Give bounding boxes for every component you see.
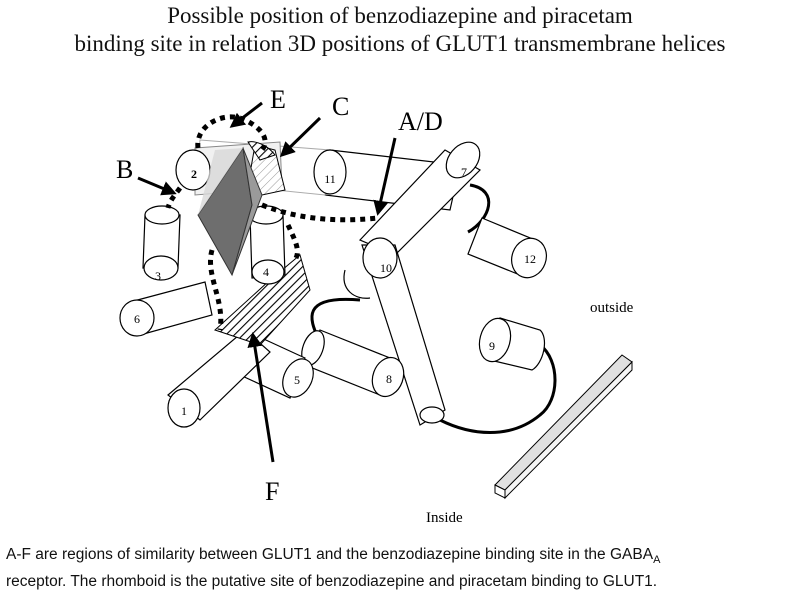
caption-line-1-text: A-F are regions of similarity between GL…: [6, 546, 654, 563]
region-label-f: F: [265, 477, 279, 506]
helix-12: 12: [467, 217, 547, 279]
label-inside: Inside: [426, 510, 463, 526]
glut1-helix-diagram: 12 9 11 7 10 8 5: [116, 85, 634, 526]
helix-8: 8: [301, 329, 405, 398]
helix-label-12: 12: [524, 252, 536, 266]
region-label-b: B: [116, 155, 133, 184]
helix-label-8: 8: [386, 372, 392, 386]
helix-label-11: 11: [324, 172, 336, 186]
helix-3: 3: [142, 205, 181, 283]
helix-label-3: 3: [155, 269, 161, 283]
helix-label-2: 2: [191, 167, 197, 181]
dotted-path-a-d: [261, 202, 379, 223]
helix-label-9: 9: [489, 339, 495, 353]
dotted-path-e: [195, 114, 268, 152]
helix-9: 9: [478, 317, 546, 371]
helix-7: 7: [358, 141, 481, 256]
membrane-bar: [494, 354, 633, 500]
figure-caption: A-F are regions of similarity between GL…: [6, 544, 798, 593]
arrow-b: [137, 176, 177, 196]
figure-title: Possible position of benzodiazepine and …: [0, 2, 800, 58]
label-outside: outside: [590, 300, 634, 316]
arrow-a-d: [373, 137, 397, 216]
rhomboid-binding-site: [197, 146, 263, 277]
helix-label-1: 1: [181, 404, 187, 418]
helix-10: 10: [343, 237, 446, 426]
arrow-f: [247, 332, 275, 463]
title-line-2: binding site in relation 3D positions of…: [74, 31, 726, 56]
region-label-a-d: A/D: [398, 107, 443, 136]
arrow-c: [279, 116, 322, 158]
helix-label-10: 10: [380, 261, 392, 275]
caption-subscript: A: [653, 554, 661, 567]
title-line-1: Possible position of benzodiazepine and …: [167, 3, 633, 28]
caption-line-2: receptor. The rhomboid is the putative s…: [6, 573, 658, 591]
dotted-path-f: [208, 223, 300, 331]
region-label-c: C: [332, 92, 349, 121]
helix-label-5: 5: [294, 373, 300, 387]
helix-label-6: 6: [134, 312, 140, 326]
helix-6: 6: [119, 281, 213, 337]
helix-label-4: 4: [263, 265, 269, 279]
dotted-path-b: [165, 186, 183, 209]
helix-label-7: 7: [461, 165, 467, 179]
arrow-e: [229, 101, 263, 128]
helix-4: 4: [248, 205, 286, 285]
loop-7-12: [467, 183, 491, 234]
region-label-e: E: [270, 85, 286, 114]
helix-1: 1: [167, 329, 271, 428]
caption-line-1: A-F are regions of similarity between GL…: [6, 544, 798, 571]
loop-9-inside: [439, 343, 557, 434]
region-c-dark: [247, 141, 276, 161]
